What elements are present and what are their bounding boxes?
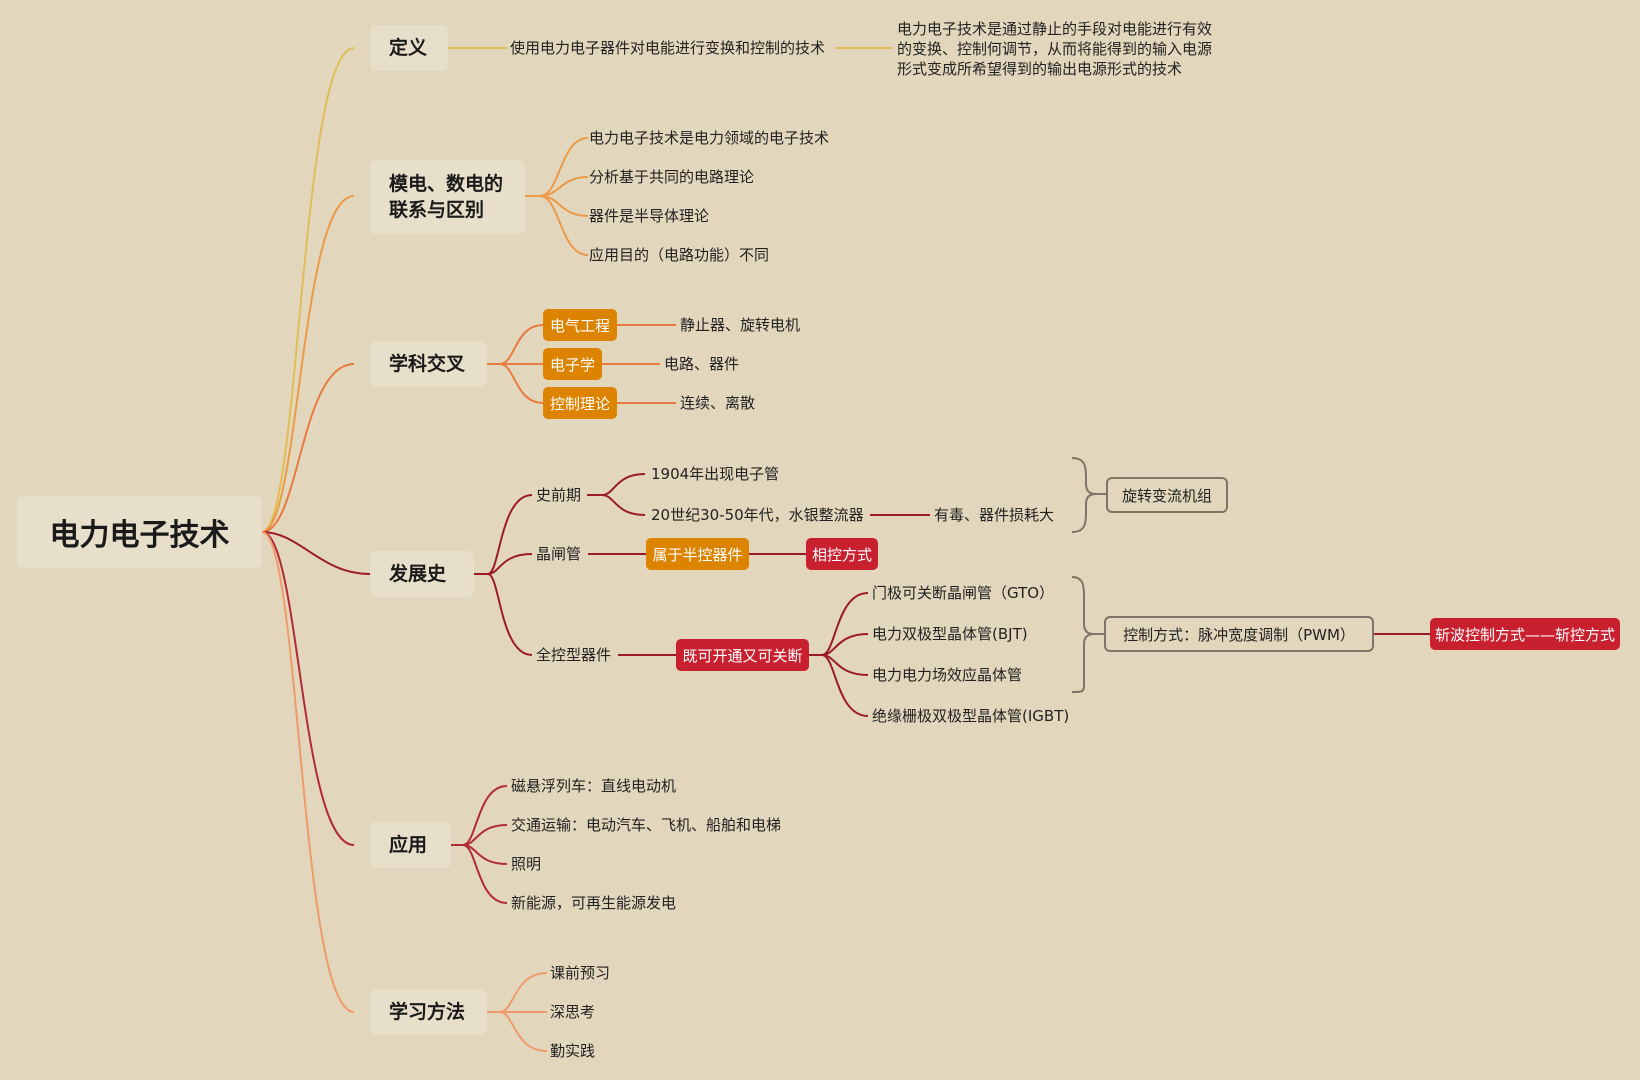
analog-digital-item[interactable]: 分析基于共同的电路理论 (589, 168, 755, 186)
application-item[interactable]: 磁悬浮列车：直线电动机 (511, 777, 677, 795)
chopper-control-method[interactable]: 斩波控制方式——斩控方式 (1430, 618, 1620, 650)
history-full-control[interactable]: 全控型器件 (536, 646, 612, 664)
definition-summary[interactable]: 使用电力电子器件对电能进行变换和控制的技术 (510, 39, 826, 57)
device-igbt[interactable]: 绝缘栅极双极型晶体管(IGBT) (872, 707, 1070, 725)
study-item[interactable]: 勤实践 (550, 1042, 596, 1060)
cross-text-control[interactable]: 连续、离散 (680, 394, 756, 412)
history-rotary-converter[interactable]: 旋转变流机组 (1106, 477, 1228, 513)
application-item[interactable]: 新能源，可再生能源发电 (511, 894, 677, 912)
topic-application[interactable]: 应用 (370, 822, 451, 868)
topic-cross-discipline[interactable]: 学科交叉 (370, 341, 487, 387)
history-toxic-note[interactable]: 有毒、器件损耗大 (934, 506, 1055, 524)
definition-detail[interactable]: 电力电子技术是通过静止的手段对电能进行有效的变换、控制何调节，从而将能得到的输入… (897, 20, 1213, 78)
full-control-tag[interactable]: 既可开通又可关断 (676, 639, 809, 671)
cross-text-electronics[interactable]: 电路、器件 (664, 355, 740, 373)
analog-digital-item[interactable]: 器件是半导体理论 (589, 207, 710, 225)
history-vacuum-tube[interactable]: 1904年出现电子管 (651, 465, 780, 483)
cross-text-electrical[interactable]: 静止器、旋转电机 (680, 316, 801, 334)
pwm-control-method[interactable]: 控制方式：脉冲宽度调制（PWM） (1104, 616, 1374, 652)
device-bjt[interactable]: 电力双极型晶体管(BJT) (872, 625, 1028, 643)
cross-tag-electrical[interactable]: 电气工程 (543, 309, 617, 341)
application-item[interactable]: 交通运输：电动汽车、飞机、船舶和电梯 (511, 816, 782, 834)
application-item[interactable]: 照明 (511, 855, 542, 873)
study-item[interactable]: 课前预习 (550, 964, 611, 982)
topic-study-method[interactable]: 学习方法 (370, 989, 487, 1035)
topic-analog-digital[interactable]: 模电、数电的联系与区别 (370, 160, 525, 234)
history-prehistory[interactable]: 史前期 (536, 486, 582, 504)
root-topic[interactable]: 电力电子技术 (17, 496, 262, 568)
cross-tag-electronics[interactable]: 电子学 (543, 348, 602, 380)
analog-digital-item[interactable]: 电力电子技术是电力领域的电子技术 (589, 129, 830, 147)
topic-definition[interactable]: 定义 (370, 25, 448, 71)
study-item[interactable]: 深思考 (550, 1003, 596, 1021)
device-mosfet[interactable]: 电力电力场效应晶体管 (872, 666, 1023, 684)
device-gto[interactable]: 门极可关断晶闸管（GTO） (872, 584, 1055, 602)
thyristor-phase-control[interactable]: 相控方式 (806, 538, 878, 570)
thyristor-tag-half-control[interactable]: 属于半控器件 (646, 538, 749, 570)
topic-history[interactable]: 发展史 (370, 551, 474, 597)
history-mercury-rectifier[interactable]: 20世纪30-50年代，水银整流器 (651, 506, 864, 524)
history-thyristor[interactable]: 晶闸管 (536, 545, 582, 563)
analog-digital-item[interactable]: 应用目的（电路功能）不同 (589, 246, 770, 264)
cross-tag-control[interactable]: 控制理论 (543, 387, 617, 419)
